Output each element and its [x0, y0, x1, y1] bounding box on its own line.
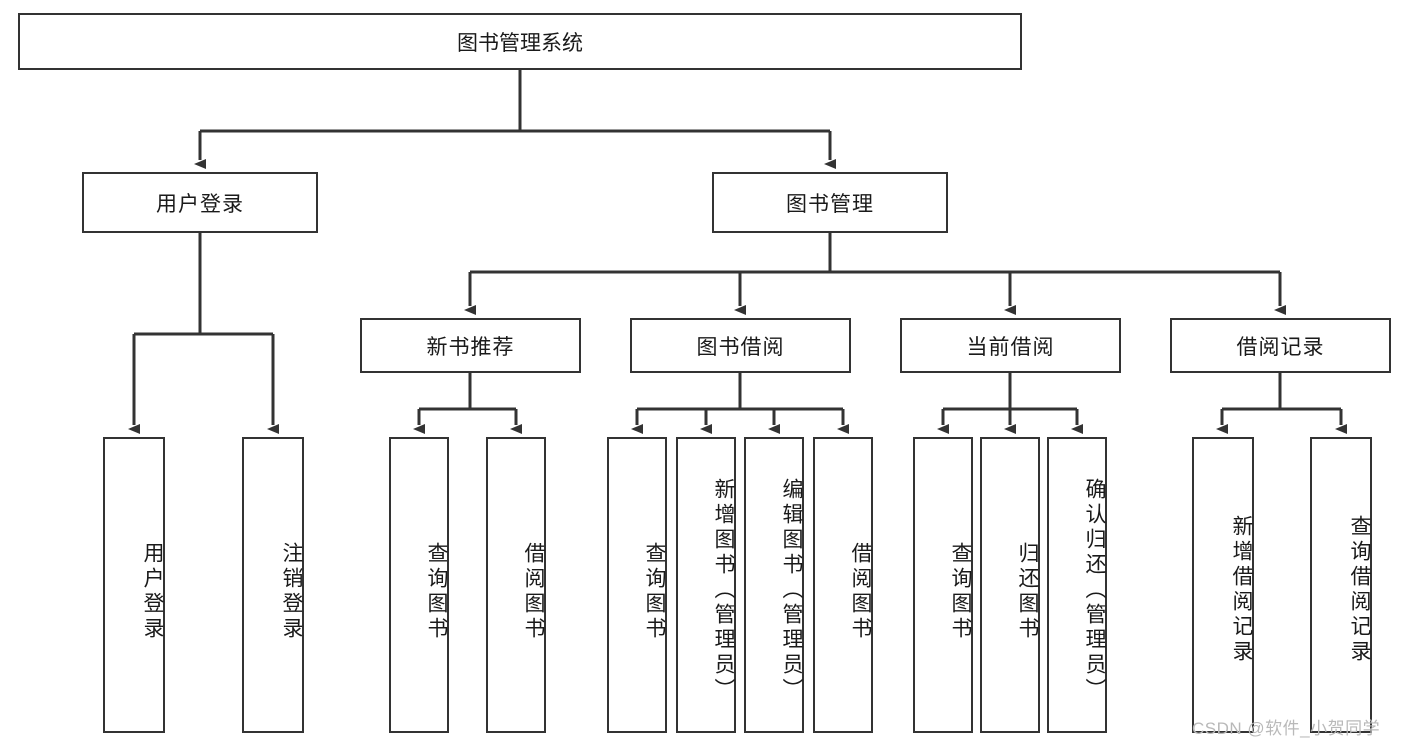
node-leaf-add-book-admin[interactable]: 新增图书（管理员） — [676, 437, 736, 733]
node-leaf-confirm-return-admin[interactable]: 确认归还（管理员） — [1047, 437, 1107, 733]
node-leaf-query-book-newrec-label: 查询图书 — [425, 542, 448, 642]
node-leaf-edit-book-admin[interactable]: 编辑图书（管理员） — [744, 437, 804, 733]
node-leaf-query-borrow-record[interactable]: 查询借阅记录 — [1310, 437, 1372, 733]
node-leaf-borrow-book[interactable]: 借阅图书 — [813, 437, 873, 733]
node-submodule-current-borrow[interactable]: 当前借阅 — [900, 318, 1121, 373]
node-submodule-borrow-records-label: 借阅记录 — [1236, 335, 1325, 359]
node-submodule-book-borrow-label: 图书借阅 — [696, 335, 785, 359]
node-leaf-logout-label: 注销登录 — [280, 542, 303, 642]
node-root-label: 图书管理系统 — [457, 31, 583, 55]
node-leaf-query-book-borrow[interactable]: 查询图书 — [607, 437, 667, 733]
node-leaf-user-login[interactable]: 用户登录 — [103, 437, 165, 733]
node-leaf-borrow-book-newrec-label: 借阅图书 — [522, 542, 545, 642]
node-leaf-add-borrow-record[interactable]: 新增借阅记录 — [1192, 437, 1254, 733]
node-root[interactable]: 图书管理系统 — [18, 13, 1022, 70]
node-submodule-new-book-recommend-label: 新书推荐 — [426, 335, 515, 359]
node-leaf-borrow-book-newrec[interactable]: 借阅图书 — [486, 437, 546, 733]
node-leaf-edit-book-admin-label: 编辑图书（管理员） — [780, 477, 803, 703]
node-submodule-new-book-recommend[interactable]: 新书推荐 — [360, 318, 581, 373]
node-leaf-query-book-newrec[interactable]: 查询图书 — [389, 437, 449, 733]
node-module-user-login-label: 用户登录 — [156, 192, 244, 216]
node-submodule-book-borrow[interactable]: 图书借阅 — [630, 318, 851, 373]
csdn-watermark: CSDN @软件_小贺同学 — [1192, 719, 1381, 738]
node-leaf-confirm-return-admin-label: 确认归还（管理员） — [1083, 477, 1106, 703]
node-leaf-logout[interactable]: 注销登录 — [242, 437, 304, 733]
node-module-user-login[interactable]: 用户登录 — [82, 172, 318, 233]
node-leaf-query-book-current-label: 查询图书 — [949, 542, 972, 642]
node-leaf-add-borrow-record-label: 新增借阅记录 — [1230, 515, 1253, 665]
node-submodule-current-borrow-label: 当前借阅 — [966, 335, 1055, 359]
node-module-book-management[interactable]: 图书管理 — [712, 172, 948, 233]
node-leaf-return-book[interactable]: 归还图书 — [980, 437, 1040, 733]
node-submodule-borrow-records[interactable]: 借阅记录 — [1170, 318, 1391, 373]
node-leaf-user-login-label: 用户登录 — [141, 542, 164, 642]
node-leaf-add-book-admin-label: 新增图书（管理员） — [712, 477, 735, 703]
node-leaf-query-borrow-record-label: 查询借阅记录 — [1348, 515, 1371, 665]
node-leaf-borrow-book-label: 借阅图书 — [849, 542, 872, 642]
node-leaf-query-book-borrow-label: 查询图书 — [643, 542, 666, 642]
node-leaf-query-book-current[interactable]: 查询图书 — [913, 437, 973, 733]
node-leaf-return-book-label: 归还图书 — [1016, 542, 1039, 642]
node-module-book-management-label: 图书管理 — [786, 192, 874, 216]
